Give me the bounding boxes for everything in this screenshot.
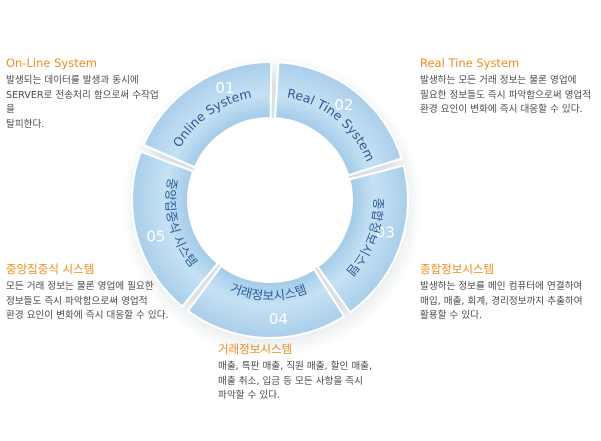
segment-number: 03 <box>376 224 395 242</box>
callout-title: Real Tine System <box>420 56 520 70</box>
callout-centralized-system: 중앙집중식 시스템 모든 거래 정보는 물론 영업에 필요한 정보들도 즉시 파… <box>6 262 186 324</box>
callout-integrated-info-system: 종합정보시스템 발생하는 정보를 메인 컴퓨터에 연결하여 매입, 매출, 회계… <box>420 262 601 324</box>
callout-description: 발생되는 데이터를 발생과 동시에 SERVER로 전송처리 함으로써 수작업을… <box>6 75 159 130</box>
ring-center <box>188 118 352 282</box>
callout-description: 발생하는 모든 거래 정보는 물론 영업에 필요한 정보들도 즉시 파악함으로써… <box>420 75 592 115</box>
callout-real-time-system: Real Tine System 발생하는 모든 거래 정보는 물론 영업에 필… <box>420 56 601 118</box>
callout-title: 거래정보시스템 <box>218 342 293 356</box>
callout-title: 종합정보시스템 <box>420 262 495 276</box>
callout-transaction-info-system: 거래정보시스템 매출, 특판 매출, 직원 매출, 할인 매출, 매출 취소, … <box>218 342 394 404</box>
segment-number: 02 <box>334 96 353 114</box>
segment-number: 04 <box>269 310 288 328</box>
callout-description: 모든 거래 정보는 물론 영업에 필요한 정보들도 즉시 파악함으로써 영업적 … <box>6 281 169 321</box>
callout-online-system: On-Line System 발생되는 데이터를 발생과 동시에 SERVER로… <box>6 56 166 132</box>
callout-title: 중앙집중식 시스템 <box>6 262 95 276</box>
segment-number: 01 <box>216 79 235 97</box>
callout-description: 발생하는 정보를 메인 컴퓨터에 연결하여 매입, 매출, 회계, 경리정보까지… <box>420 281 583 321</box>
callout-title: On-Line System <box>6 56 97 70</box>
segment-number: 05 <box>146 228 165 246</box>
callout-description: 매출, 특판 매출, 직원 매출, 할인 매출, 매출 취소, 입금 등 모든 … <box>218 361 373 401</box>
